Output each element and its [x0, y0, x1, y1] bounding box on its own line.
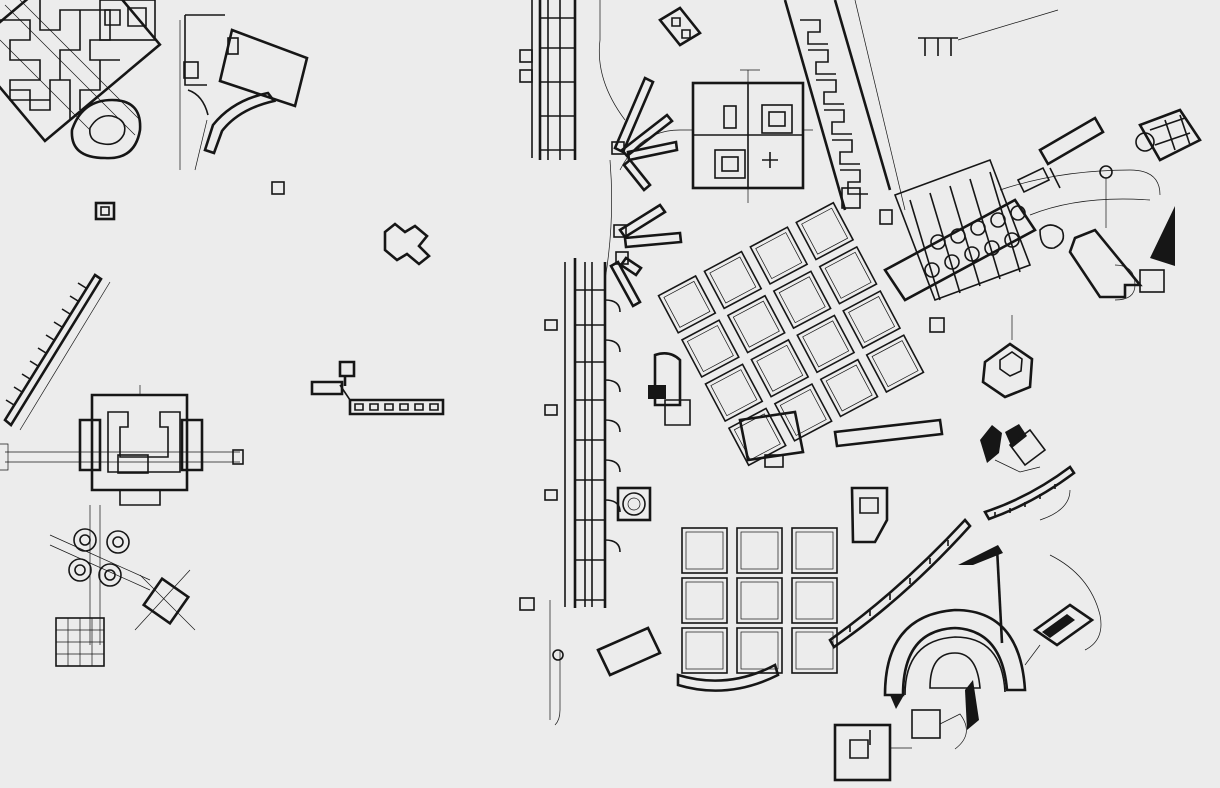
vertical-post-line [995, 547, 1004, 644]
courtyard-square [865, 334, 925, 394]
courtyard-square [657, 274, 717, 334]
grid-of-courtyards-south [681, 527, 838, 674]
courtyard-square [791, 527, 838, 574]
dark-wedge-shape-1 [958, 545, 1003, 565]
courtyard-square [736, 527, 783, 574]
courtyard-square-inner [710, 369, 758, 417]
long-north-south-block-main [519, 159, 621, 726]
solid-triangle-monument [1150, 206, 1175, 266]
comb-element-top-right [918, 9, 1059, 56]
dark-wedge-shape-2 [965, 680, 979, 730]
building-top-right [999, 116, 1161, 228]
courtyard-square-inner [848, 295, 896, 343]
courtyard-square [681, 577, 728, 624]
courtyard-square-inner [801, 207, 849, 255]
route-line [619, 129, 1071, 521]
courtyard-square-inner [685, 631, 724, 670]
courtyard-square [749, 226, 809, 286]
courtyard-square-inner [740, 531, 779, 570]
stepped-spine-building-center [310, 360, 445, 416]
rectangular-block-center [738, 410, 805, 468]
courtyard-square [681, 527, 728, 574]
courtyard-square [726, 294, 786, 354]
courtyard-square-inner [740, 581, 779, 620]
courtyard-square-inner [733, 413, 781, 461]
courtyard-square-inner [779, 388, 827, 436]
circular-plaza-junction [49, 505, 151, 645]
courtyard-square [791, 577, 838, 624]
courtyard-square-inner [709, 256, 757, 304]
courtyard-square [819, 358, 879, 418]
hexagonal-pavilion-right [981, 315, 1034, 399]
serrated-diagonal-wall-left [3, 273, 111, 431]
courtyard-square-inner [795, 631, 834, 670]
courtyard-square [773, 382, 833, 442]
courtyard-square-inner [732, 300, 780, 348]
courtyard-square-inner [871, 340, 919, 388]
building-bottom-right [1024, 554, 1102, 666]
courtyard-square [736, 627, 783, 674]
courtyard-square-inner [824, 251, 872, 299]
courtyard-square-inner [663, 280, 711, 328]
courtyard-square [736, 577, 783, 624]
courtyard-square-inner [795, 581, 834, 620]
rotated-square-pavilion [134, 569, 196, 631]
amphitheatre [883, 608, 1027, 709]
colonnade-plaza [879, 158, 1037, 333]
rotated-grid-of-courtyards [657, 201, 925, 467]
courtyard-square [681, 627, 728, 674]
courtyard-square [796, 314, 856, 374]
slab-building-center [833, 418, 944, 448]
courtyard-square [703, 250, 763, 310]
courtyard-square-inner [685, 581, 724, 620]
basilica-plan-top-right [1135, 108, 1202, 162]
courtyard-square-inner [755, 232, 803, 280]
courtyard-square-inner [686, 325, 734, 373]
radiating-bar-pavilions [609, 76, 683, 308]
gridded-plaza-bottom-left [55, 617, 105, 667]
labyrinth-block-top-left [0, 0, 162, 143]
courtyard-square [680, 319, 740, 379]
courtyard-square [842, 289, 902, 349]
serrated-arc-wall-3 [676, 663, 780, 692]
fortress-complex-left [0, 385, 244, 506]
tower-building-center [648, 352, 691, 426]
organic-pavilion-plan [70, 98, 142, 160]
courtyard-square-inner [802, 320, 850, 368]
curved-building-right [1039, 224, 1165, 301]
long-north-south-block-top [519, 0, 626, 160]
courtyard-square-inner [795, 531, 834, 570]
courtyard-square-inner [778, 276, 826, 324]
l-shaped-building-south [850, 486, 889, 544]
dark-building-cluster [980, 424, 1047, 473]
serrated-arc-wall-2 [828, 518, 972, 649]
courtyard-square-inner [825, 364, 873, 412]
courtyard-square [704, 363, 764, 423]
stepped-zigzag-building [383, 222, 431, 266]
courtyard-square [795, 201, 855, 261]
walled-courtyard-top [179, 14, 309, 171]
courtyard-square-inner [740, 631, 779, 670]
small-square-pavilion [94, 201, 116, 221]
round-medallion-pavilion [616, 486, 652, 522]
courtyard-square-inner [685, 531, 724, 570]
small-block-south [596, 626, 662, 677]
square-pavilion-bottom [833, 709, 967, 782]
courtyard-square [772, 270, 832, 330]
meander-diagonal-block-top [783, 0, 906, 211]
courtyard-square [818, 245, 878, 305]
tiny-square-pavilion [271, 181, 285, 195]
courtyard-square-inner [756, 344, 804, 392]
courtyard-square [791, 627, 838, 674]
courtyard-square [750, 338, 810, 398]
small-building-top-middle [658, 6, 702, 47]
four-quadrant-courtyard [680, 69, 813, 203]
